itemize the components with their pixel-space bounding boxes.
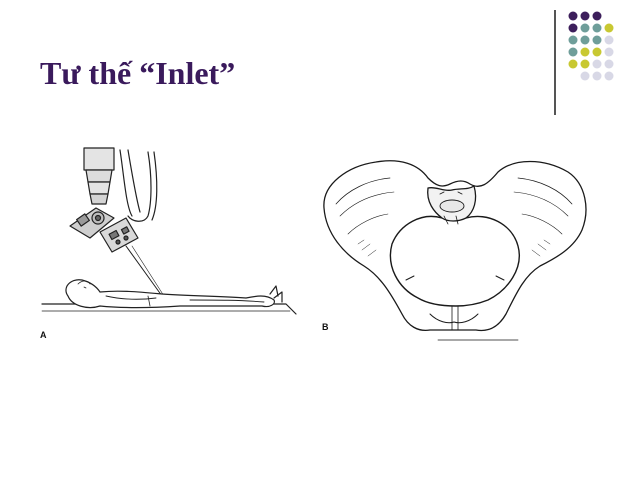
figure-a-label: A <box>40 330 47 340</box>
decor-dot-grid <box>566 10 636 92</box>
figure-b-pelvis-inlet-illustration <box>318 154 594 344</box>
figure-a-patient-xray-illustration <box>40 146 302 342</box>
figure-b-label: B <box>322 322 329 332</box>
decor-vertical-line <box>554 10 556 115</box>
slide-title: Tư thế “Inlet” <box>40 56 235 91</box>
